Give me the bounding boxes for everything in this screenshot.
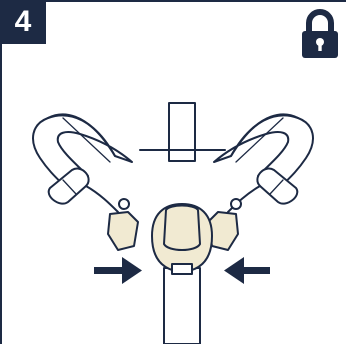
- seat-back-post: [168, 102, 196, 162]
- lock-icon: [302, 9, 338, 58]
- arrow-left-icon: [224, 257, 270, 284]
- step-number-badge: 4: [0, 0, 46, 44]
- crotch-strap: [163, 267, 201, 344]
- arrow-right-icon: [94, 257, 142, 284]
